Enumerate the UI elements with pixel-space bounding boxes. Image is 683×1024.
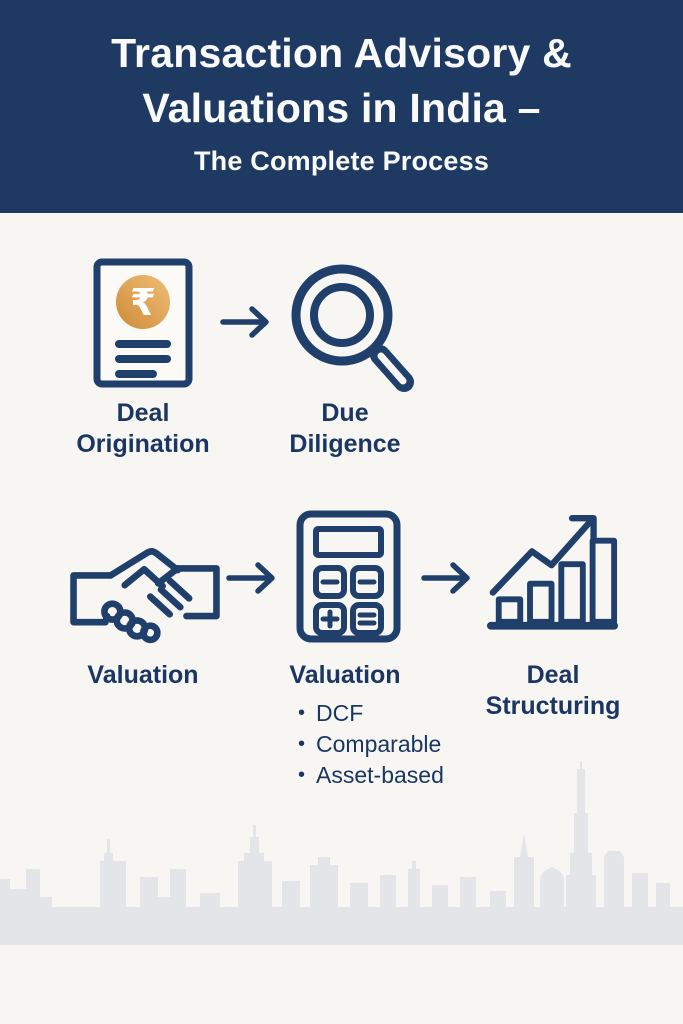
rupee-document-icon: ₹ <box>93 258 193 388</box>
step-label-deal-structuring: Deal Structuring <box>485 661 621 720</box>
arrow-right-icon <box>421 562 470 594</box>
step-label-due-diligence: Due Diligence <box>289 399 401 458</box>
valuation-methods-list: • DCF • Comparable • Asset-based <box>298 698 518 791</box>
step-label-valuation-methods: Valuation <box>289 661 401 689</box>
rupee-coin <box>116 275 170 329</box>
list-item: • DCF <box>298 698 518 729</box>
page-title-line2: Valuations in India – <box>142 85 541 131</box>
step-label-deal-origination: Deal Origination <box>76 399 210 458</box>
step-label-valuation-handshake: Valuation <box>87 661 199 689</box>
rupee-symbol: ₹ <box>130 281 156 324</box>
growth-bar-chart-icon <box>487 515 619 630</box>
city-skyline-silhouette <box>0 761 683 945</box>
arrow-right-icon <box>220 306 269 338</box>
header-banner: Transaction Advisory & Valuations in Ind… <box>0 0 683 213</box>
page-subtitle: The Complete Process <box>193 146 490 176</box>
list-item: • Comparable <box>298 729 518 760</box>
page-title-line1: Transaction Advisory & <box>111 30 572 76</box>
bullet-icon: • <box>298 764 306 786</box>
list-item: • Asset-based <box>298 760 518 791</box>
bullet-icon: • <box>298 733 306 755</box>
page-title: Transaction Advisory & Valuations in Ind… <box>0 0 683 136</box>
magnifying-glass-icon <box>291 264 414 392</box>
calculator-icon <box>296 510 401 643</box>
bullet-icon: • <box>298 702 306 724</box>
arrow-right-icon <box>226 562 275 594</box>
handshake-icon <box>70 548 220 644</box>
